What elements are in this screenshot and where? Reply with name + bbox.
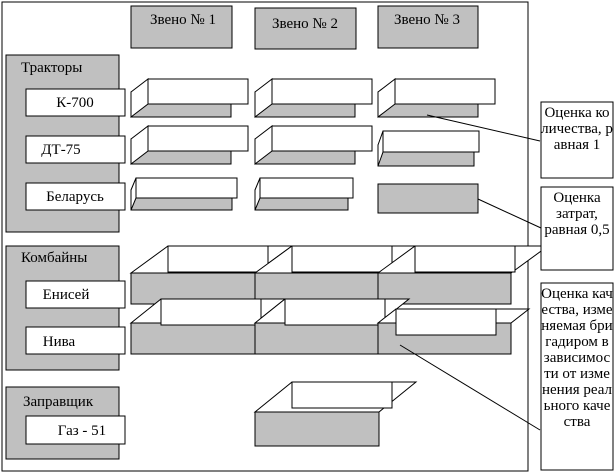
column-header-2: Звено № 2 [254,7,357,50]
group-refueler: Заправщик Газ - 51 [5,386,126,460]
group-combines-title: Комбайны [21,250,87,266]
block-niva-1 [129,298,287,355]
block-enisei-1 [129,245,294,305]
block-dt75-1 [130,124,249,166]
connector-quantity [426,114,541,142]
callout-quality [540,282,614,471]
callout-cost-text: Оценка затрат, равная 0,5 [544,190,610,238]
group-tractors: Тракторы К-700 ДТ-75 Беларусь [5,54,126,233]
block-belarus-2 [254,177,354,211]
group-tractors-title: Тракторы [21,60,82,76]
item-label-enisei: Енисей [43,287,90,303]
callout-cost-text-box: Оценка затрат, равная 0,5 [544,190,610,238]
block-belarus-3 [377,183,479,214]
group-combines: Комбайны Енисей Нива [5,245,126,371]
callout-quantity-text-box: Оценка количества, равная 1 [541,105,613,153]
callout-quantity-text: Оценка количества, равная 1 [541,105,613,153]
callout-quality-text: Оценка качества, изменяемая бригадиром в… [541,286,613,430]
group-refueler-title: Заправщик [23,394,94,410]
connector-cost [477,198,542,229]
item-label-k700: К-700 [56,95,94,111]
column-header-label-3: Звено № 3 [394,12,460,28]
connector-quality [399,344,541,431]
block-enisei-2 [253,245,418,305]
item-box [25,415,126,445]
block-dt75-2 [254,124,373,166]
block-k700-2 [254,77,373,119]
item-box [25,88,126,117]
item-box [25,280,126,309]
item-label-niva: Нива [43,334,76,350]
connectors [399,114,542,431]
block-k700-1 [130,77,249,119]
column-header-1: Звено № 1 [130,5,233,49]
block-niva-3 [376,308,531,355]
item-label-belarus: Беларусь [46,189,104,205]
block-dt75-3 [377,130,480,167]
block-niva-2 [253,298,411,355]
item-label-dt75: ДТ-75 [41,142,80,158]
column-header-label-2: Звено № 2 [272,16,338,32]
column-header-3: Звено № 3 [377,5,479,49]
callout-quality-text-box: Оценка качества, изменяемая бригадиром в… [541,286,613,430]
item-box [25,135,126,164]
blocks-layer [129,77,550,447]
item-box [25,182,126,211]
block-gaz51-2 [253,381,418,447]
item-label-gaz51: Газ - 51 [58,423,106,439]
callout-quantity [540,101,614,179]
column-header-label-1: Звено № 1 [150,12,216,28]
callout-cost [540,186,614,271]
block-enisei-3 [376,245,550,305]
block-belarus-1 [130,177,238,211]
item-box [25,326,126,355]
block-k700-3 [377,77,496,119]
